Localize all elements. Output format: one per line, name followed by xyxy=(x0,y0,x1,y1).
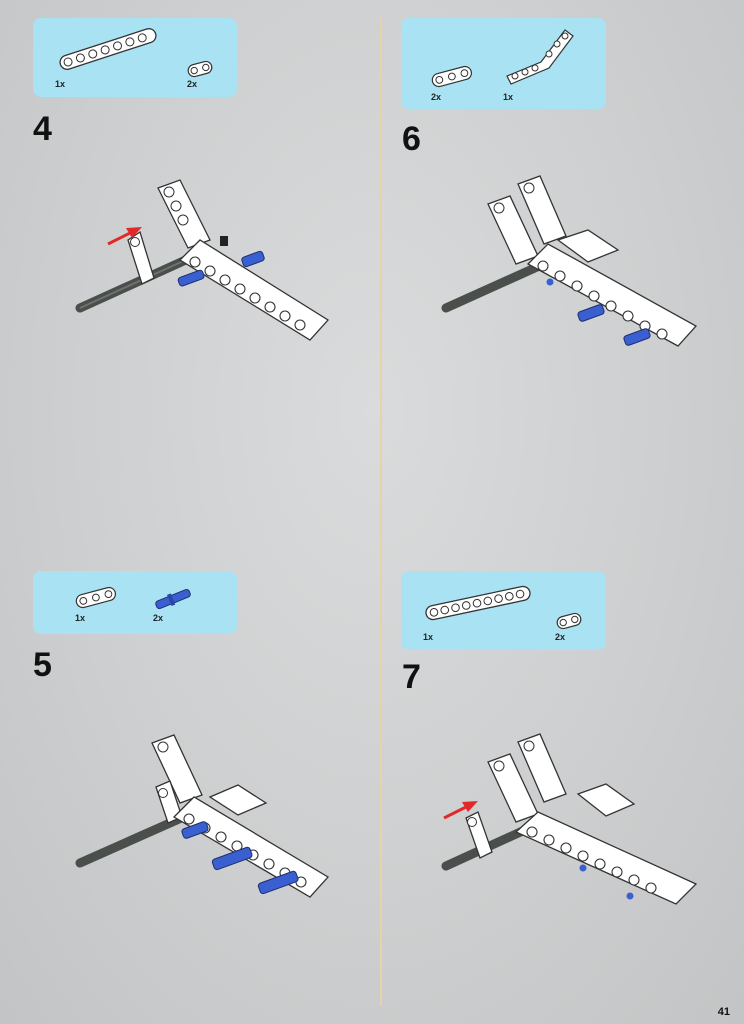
blue-pin-icon xyxy=(155,588,191,610)
part-qty: 1x xyxy=(55,79,66,89)
beam-3-icon xyxy=(431,65,473,88)
model-step-4 xyxy=(75,179,330,341)
beam-9-icon xyxy=(425,585,531,621)
step-number: 5 xyxy=(33,646,52,684)
step-number: 6 xyxy=(402,120,421,158)
part-qty: 1x xyxy=(423,632,434,642)
page-number: 41 xyxy=(717,1006,730,1018)
model-step-5 xyxy=(75,734,330,898)
part-qty: 1x xyxy=(75,613,86,623)
model-step-7 xyxy=(441,733,698,905)
part-qty: 2x xyxy=(187,79,198,89)
page-divider xyxy=(380,18,382,1006)
step-number: 4 xyxy=(33,110,52,148)
part-qty: 2x xyxy=(555,632,566,642)
part-qty: 2x xyxy=(431,92,442,102)
bent-beam-icon xyxy=(506,29,574,85)
parts-box-step-6: 2x 1x xyxy=(401,18,606,109)
model-step-6 xyxy=(441,175,698,347)
step-number: 7 xyxy=(402,658,421,696)
part-qty: 1x xyxy=(503,92,514,102)
parts-box-step-5: 1x 2x xyxy=(33,571,237,634)
parts-box-step-7: 1x 2x xyxy=(401,571,606,650)
beam-7-icon xyxy=(59,28,157,70)
beam-2-icon xyxy=(187,60,213,78)
parts-box-step-4: 1x 2x xyxy=(33,18,237,97)
part-qty: 2x xyxy=(153,613,164,623)
beam-3-icon xyxy=(75,586,117,609)
beam-2-icon xyxy=(556,612,582,630)
